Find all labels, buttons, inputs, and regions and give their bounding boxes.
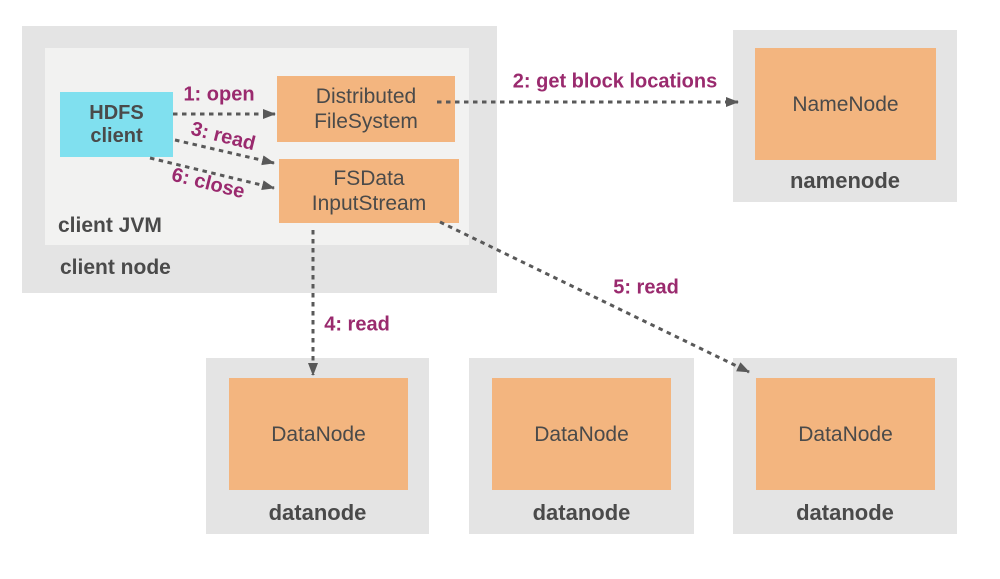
- client-node-label: client node: [60, 256, 171, 279]
- hdfs-client-label-line1: HDFS: [89, 101, 144, 124]
- step-label-1-open: 1: open: [183, 83, 255, 106]
- namenode-box-label: NameNode: [792, 92, 899, 116]
- hdfs-client-box: HDFS client: [60, 92, 173, 157]
- datanode-box-label: DataNode: [271, 422, 366, 446]
- datanode-container-3: DataNode datanode: [733, 358, 957, 534]
- step-label-2-get-block-locations: 2: get block locations: [512, 70, 718, 93]
- fsdata-inputstream-box: FSData InputStream: [279, 159, 459, 223]
- client-jvm-label: client JVM: [58, 214, 162, 237]
- datanode-box-label: DataNode: [798, 422, 893, 446]
- distributed-filesystem-label-line2: FileSystem: [314, 110, 418, 133]
- hdfs-client-label-line2: client: [90, 124, 143, 147]
- namenode-container: NameNode namenode: [733, 30, 957, 202]
- datanode-box-3: DataNode: [756, 378, 935, 490]
- datanode-box-2: DataNode: [492, 378, 671, 490]
- datanode-container-label: datanode: [268, 500, 367, 525]
- fsdata-inputstream-label-line1: FSData: [333, 167, 405, 190]
- fsdata-inputstream-label-line2: InputStream: [311, 192, 427, 215]
- distributed-filesystem-label-line1: Distributed: [315, 85, 417, 108]
- namenode-box: NameNode: [755, 48, 936, 160]
- datanode-box-label: DataNode: [534, 422, 629, 446]
- datanode-container-1: DataNode datanode: [206, 358, 429, 534]
- step-label-4-read: 4: read: [324, 313, 390, 336]
- datanode-container-label: datanode: [532, 500, 631, 525]
- datanode-box-1: DataNode: [229, 378, 408, 490]
- step-label-5-read: 5: read: [613, 276, 679, 299]
- datanode-container-2: DataNode datanode: [469, 358, 694, 534]
- distributed-filesystem-box: Distributed FileSystem: [277, 76, 455, 142]
- namenode-container-label: namenode: [789, 168, 901, 193]
- datanode-container-label: datanode: [796, 500, 894, 525]
